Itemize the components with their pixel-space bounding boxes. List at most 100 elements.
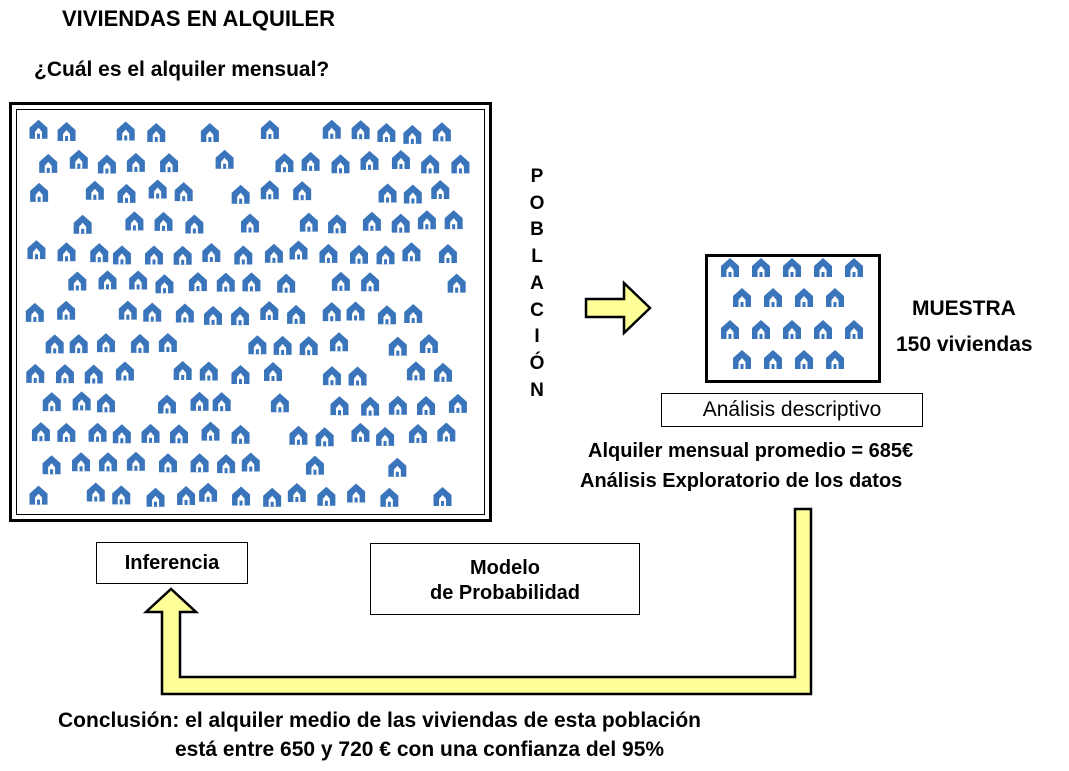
house-icon: [348, 366, 367, 386]
house-icon: [216, 272, 235, 292]
house-icon: [157, 394, 176, 414]
house-icon: [277, 273, 296, 293]
house-icon: [174, 182, 193, 202]
house-icon: [408, 423, 427, 443]
house-icon: [147, 122, 166, 142]
house-icon: [764, 350, 782, 369]
house-icon: [351, 422, 370, 442]
house-icon: [376, 245, 395, 265]
house-icon: [57, 422, 76, 442]
house-icon: [154, 211, 173, 231]
house-icon: [112, 485, 131, 505]
house-icon: [721, 320, 739, 339]
house-icon: [115, 361, 134, 381]
house-icon: [322, 302, 341, 322]
poblacion-letter: C: [530, 299, 544, 321]
population-box-inner-frame: [16, 109, 485, 515]
house-icon: [293, 181, 312, 201]
house-icon: [68, 271, 87, 291]
house-icon: [126, 152, 145, 172]
house-icon: [201, 421, 220, 441]
house-icon: [57, 242, 76, 262]
house-icon: [826, 350, 844, 369]
house-icon: [202, 242, 221, 262]
house-icon: [437, 422, 456, 442]
house-icon: [125, 211, 144, 231]
house-icon: [350, 244, 369, 264]
house-icon: [42, 392, 61, 412]
feedback-arrow-icon: [142, 507, 813, 696]
sample-box: [705, 254, 881, 383]
house-icon: [421, 154, 440, 174]
house-icon: [96, 333, 115, 353]
house-icon: [31, 422, 50, 442]
house-icon: [90, 243, 109, 263]
house-icon: [241, 452, 260, 472]
house-icon: [160, 153, 179, 173]
house-icon: [270, 393, 289, 413]
house-icon: [752, 320, 770, 339]
house-icon: [158, 453, 177, 473]
house-icon: [130, 333, 149, 353]
exploratory-analysis-text: Análisis Exploratorio de los datos: [580, 470, 903, 492]
house-icon: [84, 364, 103, 384]
right-arrow-icon: [584, 280, 652, 336]
house-icon: [97, 154, 116, 174]
house-icon: [378, 183, 397, 203]
house-icon: [845, 320, 863, 339]
poblacion-letter: I: [534, 326, 540, 348]
house-icon: [721, 258, 739, 277]
house-icon: [173, 245, 192, 265]
poblacion-letter: Ó: [529, 352, 545, 374]
house-icon: [212, 392, 231, 412]
house-icon: [129, 270, 148, 290]
sample-label: MUESTRA: [912, 297, 1016, 320]
house-icon: [377, 123, 396, 143]
house-icon: [231, 365, 250, 385]
house-icon: [322, 366, 341, 386]
house-icon: [331, 154, 350, 174]
house-icon: [351, 120, 370, 140]
house-icon: [287, 304, 306, 324]
house-icon: [260, 301, 279, 321]
probability-model-box: Modelo de Probabilidad: [370, 543, 640, 615]
house-icon: [98, 270, 117, 290]
house-icon: [275, 153, 294, 173]
house-icon: [27, 240, 46, 260]
house-icon: [406, 361, 425, 381]
house-icon: [234, 245, 253, 265]
house-icon: [733, 350, 751, 369]
population-box: [9, 102, 492, 522]
house-icon: [231, 184, 250, 204]
house-icon: [200, 123, 219, 143]
house-icon: [402, 242, 421, 262]
house-icon: [419, 333, 438, 353]
house-icon: [85, 180, 104, 200]
house-icon: [317, 486, 336, 506]
house-icon: [146, 487, 165, 507]
house-icon: [432, 122, 451, 142]
house-icon: [388, 395, 407, 415]
house-icon: [260, 180, 279, 200]
model-label-line1: Modelo: [470, 557, 540, 579]
house-icon: [190, 453, 209, 473]
house-icon: [141, 423, 160, 443]
house-icon: [188, 272, 207, 292]
house-icon: [814, 258, 832, 277]
house-icon: [444, 210, 463, 230]
house-icon: [783, 258, 801, 277]
house-icon: [319, 243, 338, 263]
house-icon: [148, 179, 167, 199]
house-icon: [231, 306, 250, 326]
house-icon: [330, 396, 349, 416]
house-icon: [301, 151, 320, 171]
house-icon: [248, 335, 267, 355]
house-icon: [328, 214, 347, 234]
house-icon: [231, 424, 250, 444]
house-icon: [217, 454, 236, 474]
house-icon: [733, 288, 751, 307]
house-icon: [764, 288, 782, 307]
house-icon: [116, 121, 135, 141]
house-icon: [57, 300, 76, 320]
